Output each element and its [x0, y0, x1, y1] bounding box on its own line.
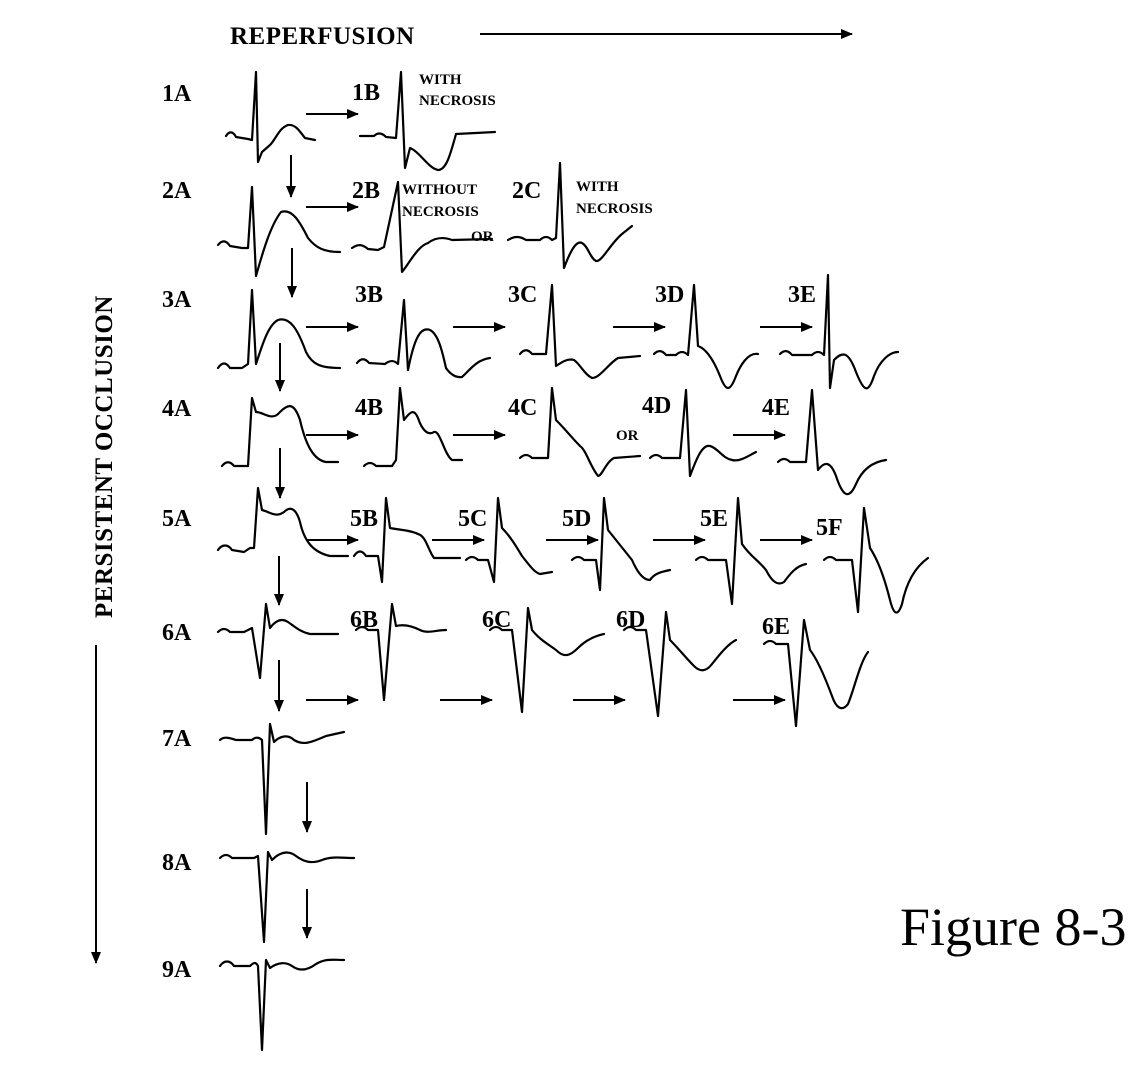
- ecg-4a: [220, 396, 340, 468]
- label-5c: 5C: [458, 506, 487, 532]
- ecg-5e: [694, 496, 808, 606]
- label-3e: 3E: [788, 282, 816, 308]
- ecg-6d: [622, 610, 738, 718]
- label-7a: 7A: [162, 726, 192, 752]
- figure-caption: Figure 8-3: [900, 897, 1127, 957]
- label-4d: 4D: [642, 393, 671, 419]
- label-6a: 6A: [162, 620, 192, 646]
- ecg-6c: [488, 606, 606, 714]
- ecg-7a: [218, 722, 346, 836]
- label-9a: 9A: [162, 957, 192, 983]
- label-4b: 4B: [355, 395, 383, 421]
- ecg-5b: [352, 496, 462, 584]
- label-6b: 6B: [350, 607, 378, 633]
- label-2b: 2B: [352, 178, 380, 204]
- ecg-2a: [216, 185, 342, 278]
- note-1b-necrosis: NECROSIS: [419, 93, 496, 109]
- label-3b: 3B: [355, 282, 383, 308]
- ecg-4c: [518, 386, 642, 478]
- note-2c-with: WITH: [576, 179, 619, 195]
- persistent-occlusion-label: PERSISTENT OCCLUSION: [91, 295, 118, 618]
- label-5e: 5E: [700, 506, 728, 532]
- ecg-2c: [506, 161, 634, 270]
- label-4e: 4E: [762, 395, 790, 421]
- note-2c-necrosis: NECROSIS: [576, 201, 653, 217]
- label-6c: 6C: [482, 607, 511, 633]
- ecg-9a: [218, 958, 346, 1052]
- ecg-8a: [218, 850, 356, 944]
- label-5f: 5F: [816, 515, 843, 541]
- ecg-4b: [362, 386, 464, 468]
- label-5d: 5D: [562, 506, 591, 532]
- label-1b: 1B: [352, 80, 380, 106]
- label-4a: 4A: [162, 396, 192, 422]
- note-2b-without: WITHOUT: [402, 182, 477, 198]
- ecg-1b: [358, 70, 497, 172]
- ecg-5d: [570, 496, 672, 592]
- label-5b: 5B: [350, 506, 378, 532]
- ecg-3b: [355, 298, 492, 379]
- label-1a: 1A: [162, 81, 192, 107]
- note-4-or: OR: [616, 428, 639, 444]
- ecg-5a: [216, 486, 350, 558]
- ecg-3c: [518, 283, 642, 380]
- label-6e: 6E: [762, 614, 790, 640]
- ecg-5f: [822, 506, 930, 614]
- note-2-or: OR: [471, 229, 494, 245]
- label-8a: 8A: [162, 850, 192, 876]
- ecg-3d: [652, 283, 760, 390]
- ecg-6e: [762, 618, 870, 728]
- ecg-1a: [224, 70, 317, 164]
- ecg-6a: [216, 602, 340, 680]
- reperfusion-label: REPERFUSION: [230, 23, 415, 50]
- note-2b-necrosis: NECROSIS: [402, 204, 479, 220]
- note-1b-with: WITH: [419, 72, 462, 88]
- ecg-4e: [776, 388, 888, 496]
- label-4c: 4C: [508, 395, 537, 421]
- label-6d: 6D: [616, 607, 645, 633]
- ecg-4d: [648, 388, 758, 478]
- label-3a: 3A: [162, 287, 192, 313]
- label-3d: 3D: [655, 282, 684, 308]
- label-5a: 5A: [162, 506, 192, 532]
- ecg-6b: [354, 602, 448, 702]
- label-2c: 2C: [512, 178, 541, 204]
- ecg-3a: [216, 288, 342, 370]
- ecg-3e: [778, 273, 900, 390]
- horizontal-arrows: [306, 109, 813, 705]
- label-2a: 2A: [162, 178, 192, 204]
- vertical-arrows: [274, 155, 312, 939]
- label-3c: 3C: [508, 282, 537, 308]
- ecg-5c: [464, 496, 554, 584]
- ecg-2b: [350, 180, 494, 274]
